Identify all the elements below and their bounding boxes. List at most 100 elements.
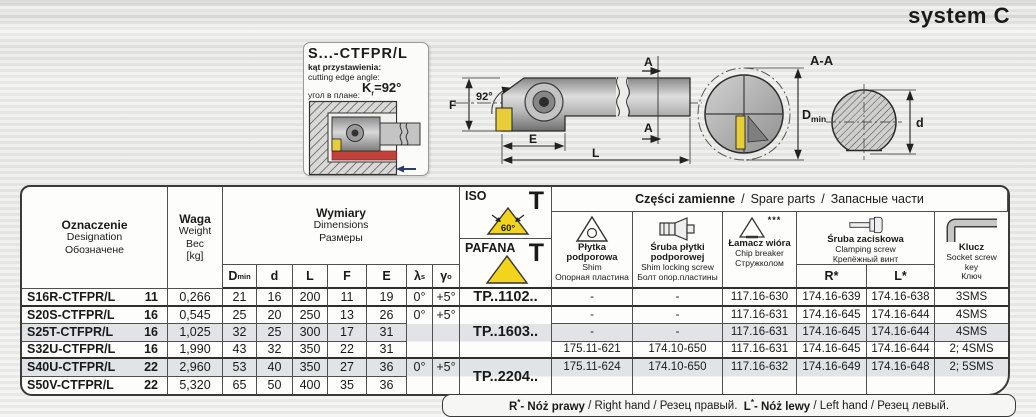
weight-unit: [kg] bbox=[186, 250, 204, 262]
cell-weight: 1,025 bbox=[168, 324, 223, 342]
shim-pl1: Płytka bbox=[578, 242, 606, 253]
clamping-screw-en: Clamping screw bbox=[835, 244, 896, 254]
cell-dmin: 25 bbox=[223, 306, 257, 324]
cell-key: 3SMS bbox=[935, 289, 1008, 307]
break-lines bbox=[399, 122, 409, 145]
cell-l: 250 bbox=[293, 306, 328, 324]
angle-label-ru: угол в плане: bbox=[308, 89, 360, 100]
cell-d: 40 bbox=[257, 359, 293, 377]
separator: / bbox=[821, 192, 825, 206]
chip-breaker-icon bbox=[738, 216, 765, 239]
angle-92-arc bbox=[491, 86, 511, 115]
chip-breaker-stars: *** bbox=[767, 215, 782, 225]
angle-92-label: 92° bbox=[476, 91, 493, 103]
cell-f: 17 bbox=[328, 324, 367, 342]
dimensions-en: Dimensions bbox=[313, 219, 369, 232]
l-dim-label: L bbox=[592, 146, 599, 160]
cell-dmin: 65 bbox=[223, 376, 257, 394]
f-dim-label: F bbox=[449, 98, 456, 112]
clamp-screw-head bbox=[351, 129, 359, 137]
col-header-dimensions: Wymiary Dimensions Размеры bbox=[223, 187, 460, 265]
cell-chip-breaker: 117.16-631 bbox=[723, 341, 797, 359]
cell-lambda: 0° bbox=[407, 289, 433, 307]
insert-front-view bbox=[735, 115, 746, 150]
separator: / bbox=[741, 192, 745, 206]
cell-weight: 2,960 bbox=[168, 359, 223, 377]
insert-side-view bbox=[495, 107, 513, 132]
dmin-envelope-circle bbox=[697, 67, 791, 161]
cell-gamma-merged: +5° bbox=[433, 306, 460, 359]
key-en: Socket screw bbox=[946, 252, 997, 262]
cell-gamma-merged: +5° bbox=[433, 359, 460, 394]
dmin-dim-label: Dmin bbox=[802, 108, 826, 124]
col-header-key: Klucz Socket screw key Ключ bbox=[935, 212, 1008, 289]
cutting-angle-value: Kr=92° bbox=[361, 80, 402, 98]
cell-e: 36 bbox=[367, 359, 407, 377]
hex-key-icon bbox=[946, 218, 997, 242]
feed-arrow-head bbox=[396, 165, 404, 173]
iso-triangle-insert-icon: 60° bbox=[486, 206, 530, 235]
spare-title-ru: Запасные части bbox=[830, 192, 924, 206]
cell-f: 22 bbox=[328, 341, 367, 359]
cell-clamp-r: 174.16-645 bbox=[797, 341, 867, 359]
cell-gamma: +5° bbox=[433, 289, 460, 307]
cell-clamp-l: 174.16-644 bbox=[867, 324, 935, 342]
cell-weight: 0,266 bbox=[168, 289, 223, 307]
insert-angle-label: 60° bbox=[501, 223, 516, 234]
shim-screw-icon bbox=[658, 217, 695, 241]
cell-f: 35 bbox=[328, 376, 367, 394]
d-dim-label: d bbox=[916, 116, 924, 130]
angle-label-en: cutting edge angle: bbox=[308, 72, 380, 82]
col-header-clamp-left: L* bbox=[867, 265, 935, 289]
iso-insert-shape-t: T bbox=[528, 187, 544, 215]
cell-clamp-r-merged: 174.16-649 bbox=[797, 359, 867, 394]
cell-l: 300 bbox=[293, 324, 328, 342]
cell-insert-merged: TP..2204.. bbox=[460, 359, 552, 394]
cell-dmin: 21 bbox=[223, 289, 257, 307]
shaft-break-gap bbox=[616, 77, 628, 117]
cell-e: 31 bbox=[367, 341, 407, 359]
col-header-l: L bbox=[293, 265, 328, 289]
section-aa-label: A-A bbox=[810, 53, 834, 68]
cell-clamp-r: 174.16-645 bbox=[797, 306, 867, 324]
cell-e: 36 bbox=[367, 376, 407, 394]
designation-ru: Обозначене bbox=[64, 243, 125, 256]
bore-application-drawing bbox=[308, 100, 421, 175]
shaft-break-lines bbox=[616, 76, 630, 117]
cell-l: 400 bbox=[293, 376, 328, 394]
tool-info-box: S...-CTFPR/L kąt przystawienia: cutting … bbox=[303, 42, 429, 176]
cell-chip-breaker: 117.16-630 bbox=[723, 289, 797, 307]
front-and-section-view: Dmin A-A d bbox=[697, 53, 924, 161]
cell-shim-screw: 174.10-650 bbox=[633, 341, 723, 359]
bar-shank bbox=[379, 122, 421, 146]
angle-label-pl: kąt przystawienia: bbox=[308, 62, 382, 72]
cell-weight: 0,545 bbox=[168, 306, 223, 324]
cell-l: 350 bbox=[293, 341, 328, 359]
cell-f: 27 bbox=[328, 359, 367, 377]
cell-weight: 1,990 bbox=[168, 341, 223, 359]
col-header-shim: Płytka podporowa Shim Опорная пластина bbox=[552, 212, 633, 289]
pafana-insert-cell: PAFANA T bbox=[460, 239, 552, 289]
iso-label: ISO bbox=[465, 189, 487, 203]
shim-screw-en: Shim locking screw bbox=[641, 262, 714, 272]
shim-en: Shim bbox=[582, 262, 602, 272]
pafana-insert-shape-t: T bbox=[528, 239, 544, 267]
shim-screw-ru: Болт опор.пластины bbox=[637, 271, 718, 282]
cell-e: 31 bbox=[367, 324, 407, 342]
chip-breaker-pl: Łamacz wióra bbox=[728, 238, 791, 249]
chip-breaker-ru: Стружколом bbox=[735, 257, 784, 268]
cell-d: 16 bbox=[257, 289, 293, 307]
spare-title-en: Spare parts bbox=[750, 192, 816, 206]
cell-chip-breaker: 117.16-631 bbox=[723, 324, 797, 342]
cell-clamp-l-merged: 174.16-648 bbox=[867, 359, 935, 394]
col-header-f: F bbox=[328, 265, 367, 289]
cell-shim: - bbox=[552, 324, 633, 342]
section-a-bottom-label: A bbox=[644, 121, 653, 135]
iso-insert-cell: ISO T 60° bbox=[460, 187, 552, 239]
